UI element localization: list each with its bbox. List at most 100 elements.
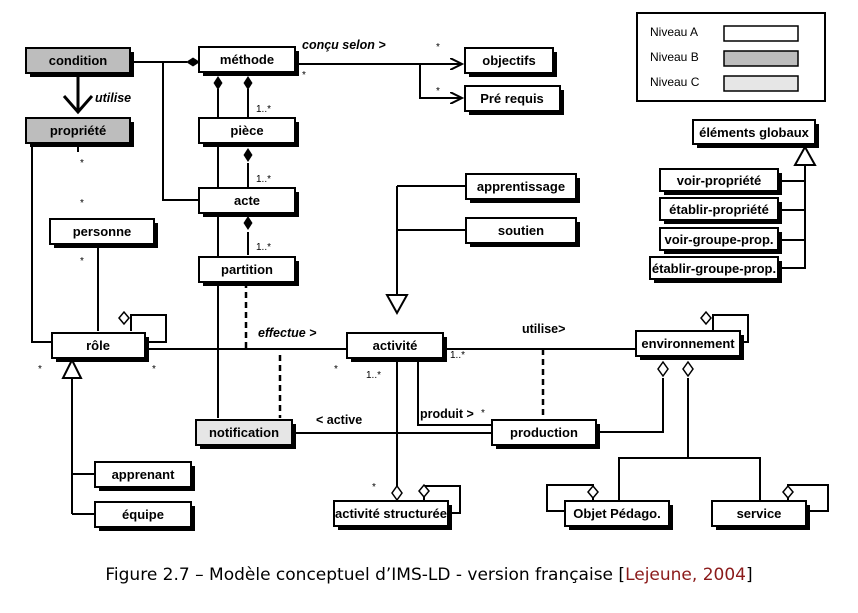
multiplicity: * bbox=[372, 482, 376, 493]
edge-label-effectue: effectue > bbox=[258, 326, 317, 340]
class-elements-globaux: éléments globaux bbox=[692, 119, 819, 148]
legend-swatch-c bbox=[723, 75, 799, 92]
composition-diamond bbox=[186, 57, 200, 67]
class-activite-label: activité bbox=[373, 338, 418, 353]
class-personne: personne bbox=[49, 218, 158, 248]
role-self-assoc bbox=[130, 314, 167, 343]
edge-label-utilise-env: utilise> bbox=[522, 322, 565, 336]
aggregation-diamond bbox=[682, 360, 694, 378]
caption-text: Figure 2.7 – Modèle conceptuel d’IMS-LD … bbox=[105, 565, 626, 585]
class-apprenant: apprenant bbox=[94, 461, 195, 491]
legend-label-a: Niveau A bbox=[650, 25, 698, 39]
class-piece: pièce bbox=[198, 117, 299, 147]
class-condition: condition bbox=[25, 47, 134, 77]
class-etablir-groupe-prop-label: établir-groupe-prop. bbox=[652, 261, 776, 276]
class-personne-label: personne bbox=[73, 224, 132, 239]
legend: Niveau A Niveau B Niveau C bbox=[636, 12, 826, 102]
class-role: rôle bbox=[51, 332, 149, 362]
class-piece-label: pièce bbox=[230, 123, 263, 138]
activite-production-line bbox=[417, 360, 492, 426]
class-partition: partition bbox=[198, 256, 299, 286]
class-methode: méthode bbox=[198, 46, 299, 76]
class-methode-label: méthode bbox=[220, 52, 274, 67]
class-elements-globaux-label: éléments globaux bbox=[699, 125, 810, 140]
class-acte-label: acte bbox=[234, 193, 260, 208]
multiplicity: * bbox=[80, 256, 84, 267]
legend-swatch-b bbox=[723, 50, 799, 67]
composition-diamond bbox=[243, 148, 253, 162]
edge-label-concu-selon: conçu selon > bbox=[302, 38, 386, 52]
edge-labels: conçu selon > utilise effectue > utilise… bbox=[95, 38, 565, 427]
class-role-label: rôle bbox=[86, 338, 110, 353]
class-equipe: équipe bbox=[94, 501, 195, 531]
class-notification-label: notification bbox=[209, 425, 279, 440]
multiplicity: * bbox=[436, 86, 440, 97]
globaux-generalization-trunk bbox=[782, 165, 806, 269]
multiplicity: * bbox=[334, 364, 338, 375]
class-activite-structuree: activité structurée bbox=[333, 500, 452, 530]
aggregation-diamond bbox=[391, 484, 403, 502]
class-objectifs-label: objectifs bbox=[482, 53, 535, 68]
legend-swatch-a bbox=[723, 25, 799, 42]
class-environnement-label: environnement bbox=[641, 336, 735, 351]
class-objectifs: objectifs bbox=[464, 47, 557, 77]
figure-caption: Figure 2.7 – Modèle conceptuel d’IMS-LD … bbox=[0, 565, 858, 585]
edge-label-utilise: utilise bbox=[95, 91, 131, 105]
multiplicity: * bbox=[152, 364, 156, 375]
class-voir-propriete-label: voir-propriété bbox=[677, 173, 762, 188]
methode-acte-line bbox=[162, 62, 200, 201]
aggregation-diamond bbox=[782, 484, 794, 500]
class-etablir-propriete: établir-propriété bbox=[659, 197, 782, 224]
environnement-tree-branches bbox=[618, 457, 761, 500]
class-propriete: propriété bbox=[25, 117, 134, 147]
legend-label-c: Niveau C bbox=[650, 75, 700, 89]
class-prerequis-label: Pré requis bbox=[480, 91, 544, 106]
multiplicity: 1..* bbox=[256, 242, 271, 253]
composition-diamond bbox=[243, 216, 253, 230]
edge-label-produit: produit > bbox=[420, 407, 474, 421]
class-activite: activité bbox=[346, 332, 447, 362]
multiplicity: 1..* bbox=[256, 104, 271, 115]
multiplicity: * bbox=[80, 158, 84, 169]
class-prerequis: Pré requis bbox=[464, 85, 564, 115]
aggregation-diamond bbox=[118, 310, 130, 326]
multiplicities: * * * 1..* 1..* 1..* * * * * * * 1..* 1.… bbox=[38, 42, 485, 493]
class-voir-groupe-prop-label: voir-groupe-prop. bbox=[664, 232, 773, 247]
generalization-triangle bbox=[793, 144, 817, 166]
class-objet-pedago: Objet Pédago. bbox=[564, 500, 673, 530]
multiplicity: * bbox=[302, 70, 306, 81]
caption-end: ] bbox=[745, 565, 753, 585]
composition-diamond bbox=[213, 76, 223, 90]
edges bbox=[31, 57, 829, 515]
class-partition-label: partition bbox=[221, 262, 273, 277]
caption-citation-link[interactable]: Lejeune, 2004 bbox=[625, 565, 746, 585]
aggregation-diamond bbox=[418, 483, 430, 499]
edge-label-active: < active bbox=[316, 413, 362, 427]
aggregation-diamond bbox=[657, 360, 669, 378]
propriete-role-line bbox=[31, 145, 52, 343]
class-propriete-label: propriété bbox=[50, 123, 106, 138]
environnement-self-assoc bbox=[712, 314, 749, 343]
multiplicity: * bbox=[38, 364, 42, 375]
class-environnement: environnement bbox=[635, 330, 744, 360]
class-objet-pedago-label: Objet Pédago. bbox=[573, 506, 660, 521]
class-service: service bbox=[711, 500, 810, 530]
class-boxes: condition propriété méthode objectifs Pr… bbox=[25, 46, 819, 531]
multiplicity: * bbox=[436, 42, 440, 53]
class-production-label: production bbox=[510, 425, 578, 440]
aggregation-diamond bbox=[700, 310, 712, 326]
production-environnement-line bbox=[600, 378, 664, 433]
class-condition-label: condition bbox=[49, 53, 108, 68]
multiplicity: * bbox=[481, 408, 485, 419]
class-service-label: service bbox=[737, 506, 782, 521]
composition-diamond bbox=[243, 76, 253, 90]
class-activite-structuree-label: activité structurée bbox=[335, 506, 447, 521]
class-etablir-groupe-prop: établir-groupe-prop. bbox=[649, 256, 782, 283]
class-apprentissage: apprentissage bbox=[465, 173, 580, 203]
class-soutien: soutien bbox=[465, 217, 580, 247]
multiplicity: 1..* bbox=[256, 174, 271, 185]
legend-label-b: Niveau B bbox=[650, 50, 699, 64]
generalization-triangle bbox=[61, 357, 83, 379]
methode-prerequis-line bbox=[419, 64, 462, 98]
